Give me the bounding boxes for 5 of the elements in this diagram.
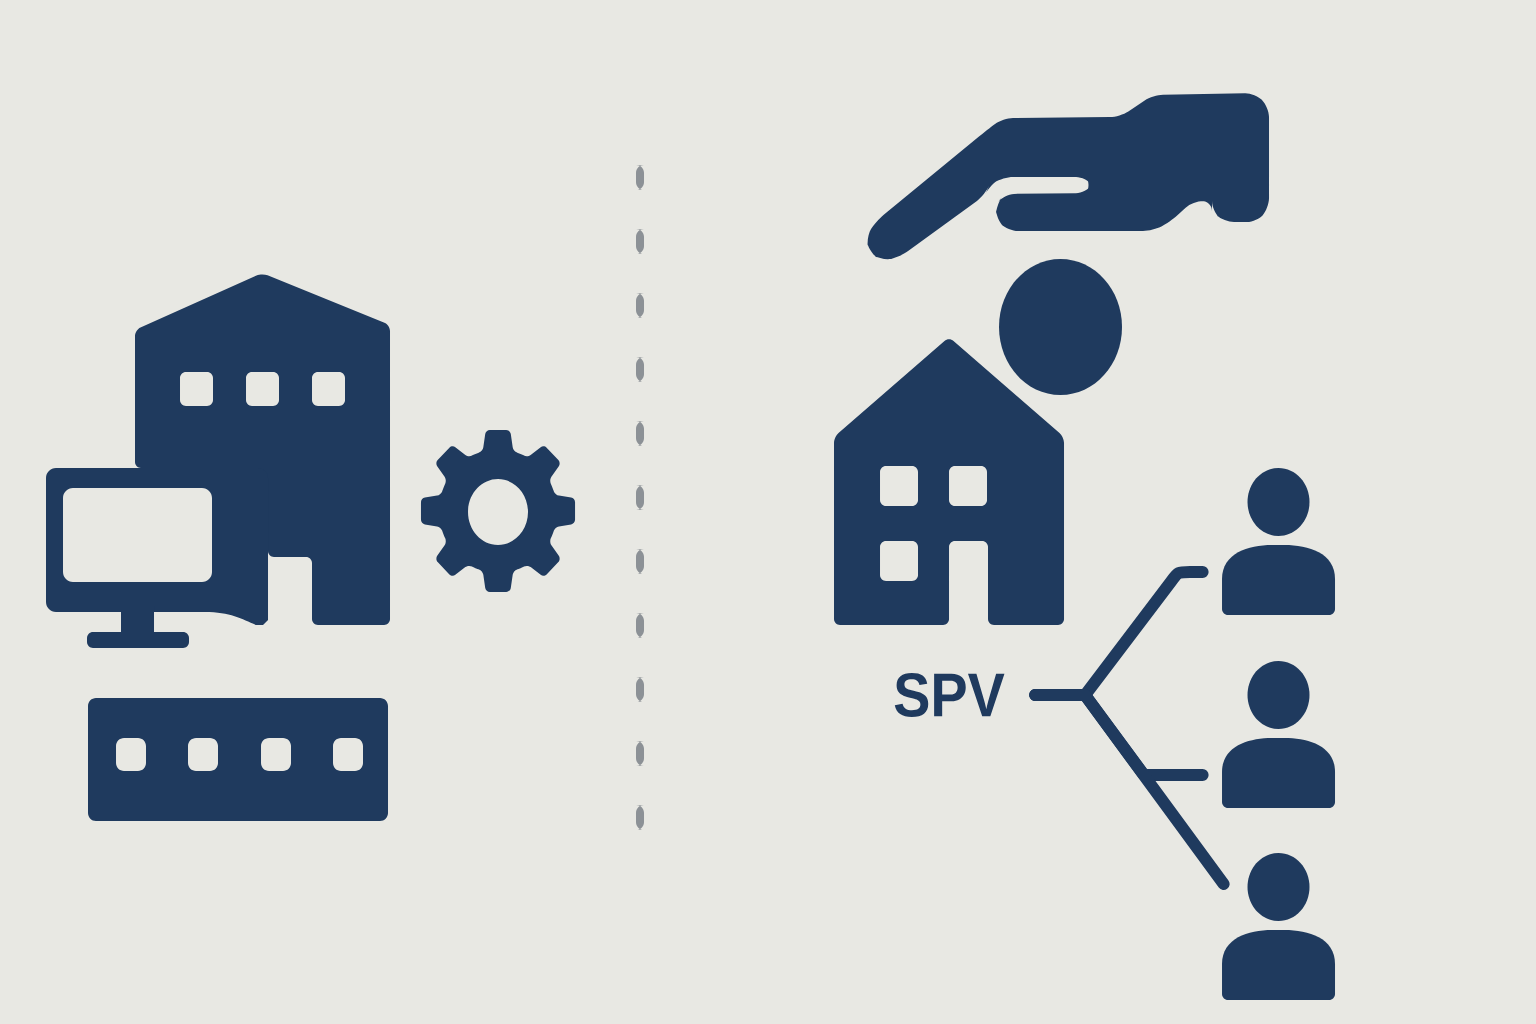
- person-icon: [1222, 661, 1335, 808]
- text-label: SPV: [894, 673, 1005, 717]
- connector-line: [1029, 689, 1230, 890]
- person-icon: [1222, 853, 1335, 1000]
- person-icon: [1222, 468, 1335, 615]
